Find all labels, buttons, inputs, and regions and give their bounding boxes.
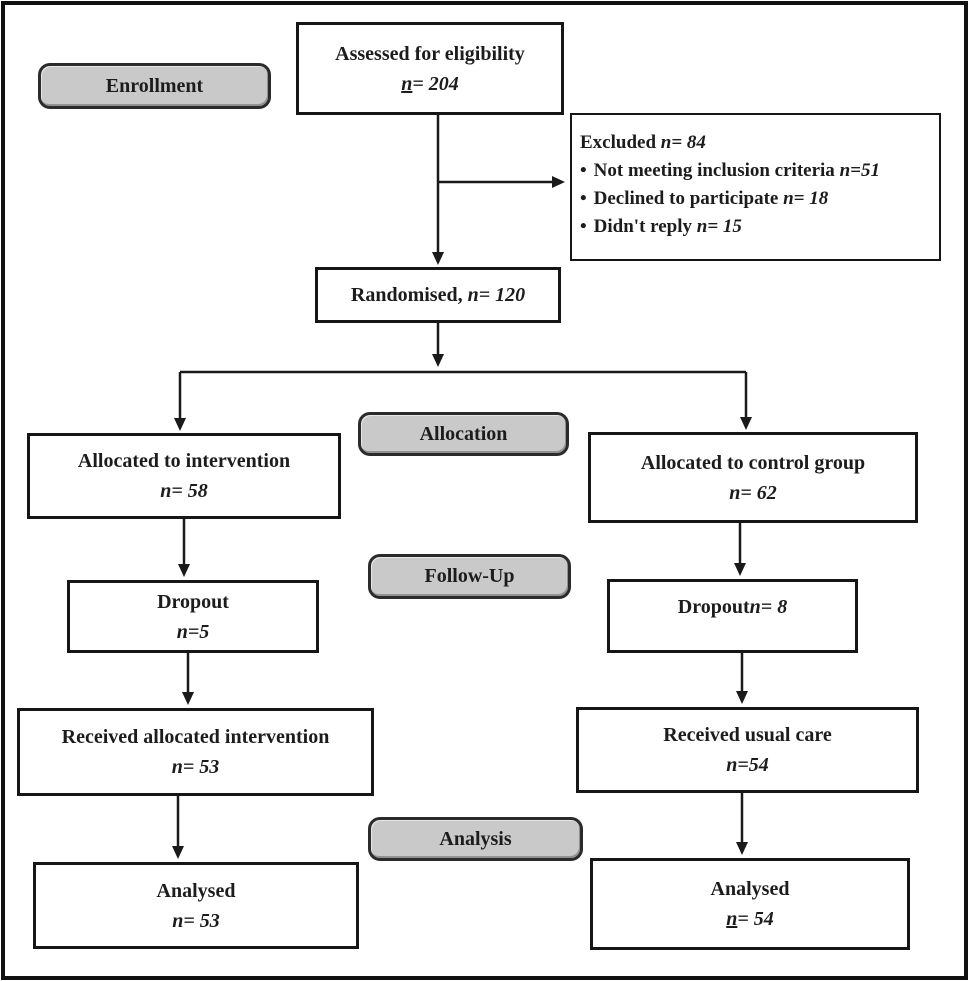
excluded-bullet-item: •Declined to participate n= 18 bbox=[580, 185, 828, 213]
node-title: Assessed for eligibility bbox=[335, 42, 525, 65]
node-n-value: n= 53 bbox=[171, 756, 220, 778]
stage-label-followup: Follow-Up bbox=[368, 554, 571, 599]
node-title: Analysed bbox=[156, 879, 236, 902]
node-title: Randomised, n= 120 bbox=[350, 284, 526, 306]
excluded-title: Excluded n= 84 bbox=[580, 132, 706, 153]
node-dropout-control: Dropoutn= 8 bbox=[607, 579, 858, 653]
stage-label-analysis: Analysis bbox=[368, 817, 583, 861]
node-received-control: Received usual care n=54 bbox=[576, 707, 919, 793]
node-n-value: n= 204 bbox=[401, 72, 459, 95]
bullet-icon: • bbox=[580, 216, 587, 238]
stage-label-text: Analysis bbox=[439, 827, 512, 850]
node-title: Dropoutn= 8 bbox=[677, 596, 788, 618]
node-n-value: n= 53 bbox=[172, 909, 220, 932]
node-analysed-intervention: Analysed n= 53 bbox=[33, 862, 359, 949]
node-analysed-control: Analysed n= 54 bbox=[590, 858, 910, 950]
node-allocated-control: Allocated to control group n= 62 bbox=[588, 432, 918, 523]
excluded-bullet-item: •Didn't reply n= 15 bbox=[580, 213, 742, 241]
node-n-value: n= 58 bbox=[160, 480, 208, 502]
node-excluded: Excluded n= 84 •Not meeting inclusion cr… bbox=[570, 113, 941, 261]
stage-label-text: Allocation bbox=[419, 422, 508, 445]
node-title: Dropout bbox=[157, 590, 229, 613]
node-n-value: n=54 bbox=[726, 754, 769, 776]
node-n-value: n= 62 bbox=[729, 481, 777, 504]
node-allocated-intervention: Allocated to intervention n= 58 bbox=[27, 433, 341, 519]
node-title: Analysed bbox=[710, 878, 790, 900]
node-n-value: n=5 bbox=[176, 620, 210, 643]
node-randomised: Randomised, n= 120 bbox=[315, 267, 561, 323]
node-title: Received usual care bbox=[663, 724, 832, 746]
stage-label-text: Follow-Up bbox=[424, 565, 515, 587]
node-received-intervention: Received allocated intervention n= 53 bbox=[17, 708, 374, 796]
node-dropout-intervention: Dropout n=5 bbox=[67, 580, 319, 653]
node-title: Received allocated intervention bbox=[61, 726, 330, 748]
node-assessed-for-eligibility: Assessed for eligibility n= 204 bbox=[296, 22, 564, 115]
excluded-bullet-item: •Not meeting inclusion criteria n=51 bbox=[580, 157, 880, 185]
stage-label-allocation: Allocation bbox=[358, 412, 569, 456]
node-title: Allocated to intervention bbox=[77, 450, 291, 472]
stage-label-enrollment: Enrollment bbox=[38, 63, 271, 109]
node-n-value: n= 54 bbox=[726, 908, 774, 930]
node-title: Allocated to control group bbox=[640, 451, 866, 474]
stage-label-text: Enrollment bbox=[105, 74, 204, 97]
bullet-icon: • bbox=[580, 160, 587, 182]
bullet-icon: • bbox=[580, 188, 587, 210]
